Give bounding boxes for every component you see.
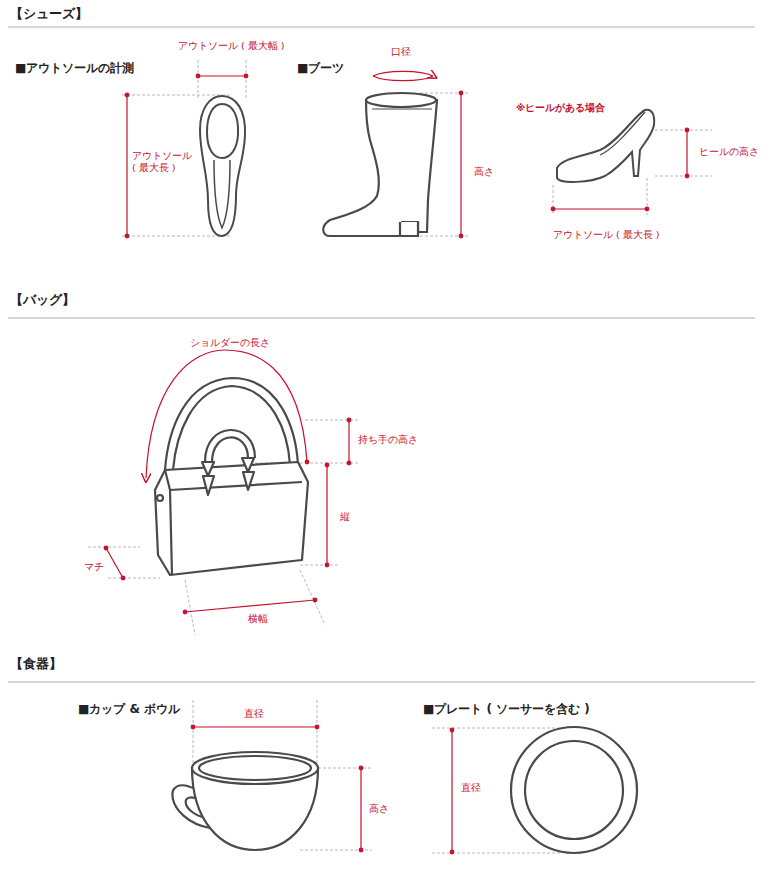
subsection-heading: ■アウトソールの計測	[15, 61, 134, 76]
dimension-label: アウトソール ( 最大長 )	[553, 229, 659, 241]
note-label: ※ヒールがある場合	[516, 102, 605, 114]
subsection-heading: ■プレート ( ソーサーを含む )	[423, 702, 590, 717]
dimension-label: アウトソール ( 最大幅 )	[178, 40, 284, 52]
dimension-label: 横幅	[248, 613, 268, 625]
subsection-heading: ■カップ & ボウル	[78, 702, 180, 717]
dimension-label: 直径	[244, 708, 264, 720]
section-heading: 【バッグ】	[10, 292, 75, 308]
dimension-label: 高さ	[369, 803, 389, 815]
dimension-label: 直径	[461, 782, 481, 794]
dimension-label: ショルダーの長さ	[190, 337, 270, 349]
dimension-label: 高さ	[474, 166, 494, 178]
dimension-label: ヒールの高さ	[699, 146, 759, 158]
dimension-label: マチ	[84, 561, 104, 573]
section-heading: 【食器】	[10, 656, 62, 672]
section-heading: 【シューズ】	[10, 6, 88, 22]
dimension-label: 持ち手の高さ	[358, 434, 418, 446]
dimension-label: アウトソール ( 最大長 )	[132, 150, 198, 174]
dimension-label: 口径	[391, 46, 411, 58]
dimension-label: 縦	[340, 511, 350, 523]
subsection-heading: ■ブーツ	[297, 61, 344, 76]
